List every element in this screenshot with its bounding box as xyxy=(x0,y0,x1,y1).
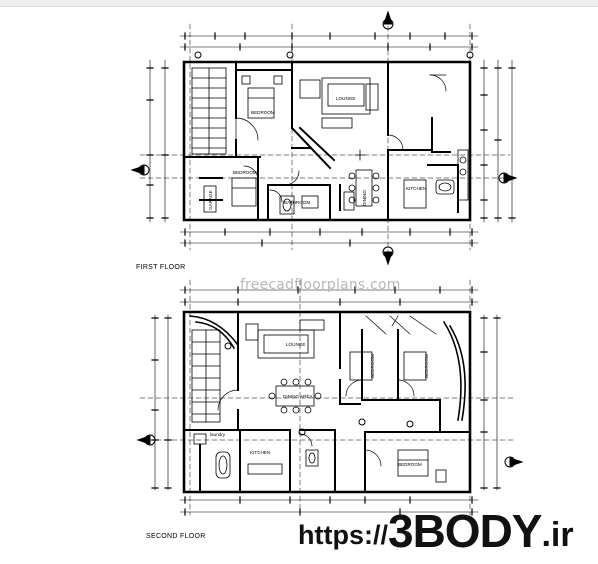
second-floor-curved-walls xyxy=(189,315,466,421)
ff-room-dining: DINING xyxy=(362,189,367,206)
first-floor-exterior-walls xyxy=(182,60,472,222)
room-labels: BEDROOM BEDROOM LOUNGE KITCHEN BATHROOM … xyxy=(208,96,429,467)
second-floor-furniture xyxy=(193,319,447,483)
sf-room-lounge: LOUNGE xyxy=(286,342,305,347)
second-floor-exterior-walls xyxy=(182,310,472,494)
brand-prefix: https:// xyxy=(298,520,388,550)
second-floor-doors xyxy=(217,315,437,467)
second-floor-stair xyxy=(191,329,221,423)
sf-room-bedroom-a: BEDROOM xyxy=(370,354,375,378)
top-edge-strip xyxy=(0,0,598,7)
second-floor-grid-axes xyxy=(139,279,516,516)
first-floor-interior-walls xyxy=(183,61,459,221)
first-floor-axis-markers xyxy=(130,10,518,266)
brand-suffix: .ir xyxy=(541,516,574,554)
first-floor-dimension-ticks xyxy=(146,32,516,247)
first-floor-furniture xyxy=(203,75,469,215)
watermark-text: freecadfloorplans.com xyxy=(240,277,401,293)
ff-room-bedroom-b: BEDROOM xyxy=(233,170,257,175)
ff-room-bathroom: BATHROOM xyxy=(284,200,310,205)
second-floor-dimension-ticks xyxy=(151,286,501,516)
first-floor-label: FIRST FLOOR xyxy=(136,264,186,271)
first-floor-stair xyxy=(191,67,227,155)
first-floor-plan xyxy=(130,10,518,266)
ff-room-kitchen: KITCHEN xyxy=(406,186,426,191)
first-floor-dimensions xyxy=(149,35,513,244)
second-floor-interior-walls xyxy=(183,311,471,493)
first-floor-doors xyxy=(235,74,447,203)
ff-room-lounge: LOUNGE xyxy=(336,96,355,101)
sf-room-laundry: laundry xyxy=(210,432,226,437)
second-floor-label: SECOND FLOOR xyxy=(146,533,206,540)
second-floor-dimensions xyxy=(154,289,498,513)
sf-room-bedroom-c: BEDROOM xyxy=(398,462,422,467)
brand-logo: https:// 3BODY .ir xyxy=(298,498,574,554)
ff-room-garage: GARAGE xyxy=(208,190,213,210)
brand-name: 3BODY xyxy=(387,505,542,557)
sf-room-dining: DINING AREA xyxy=(283,394,314,399)
second-floor-plan xyxy=(136,279,524,516)
sf-room-bedroom-b: BEDROOM xyxy=(424,354,429,378)
sf-room-kitchen: KITCHEN xyxy=(250,450,270,455)
second-floor-axis-markers xyxy=(136,342,524,468)
ff-room-bedroom-a: BEDROOM xyxy=(251,110,275,115)
